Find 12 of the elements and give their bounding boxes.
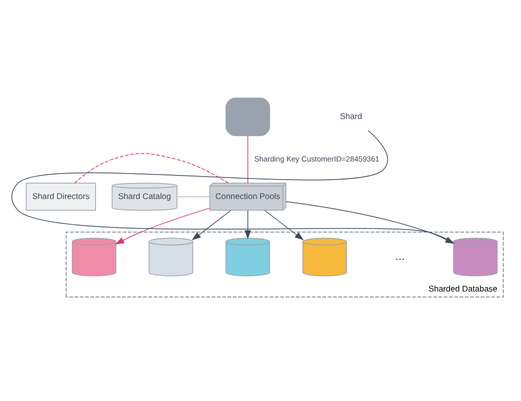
connector (176, 196, 210, 198)
connector (247, 135, 248, 184)
arrow (264, 210, 304, 240)
edge-label: Sharding Key CustomerID=28459361 (254, 154, 380, 164)
node-person (226, 98, 270, 136)
arrow (192, 210, 232, 240)
arrow (115, 208, 210, 244)
arrow (244, 210, 251, 240)
connector (74, 153, 228, 184)
node-box: Shard Directors (26, 182, 96, 211)
label: ... (395, 248, 406, 263)
node-text: Shard (340, 112, 362, 121)
